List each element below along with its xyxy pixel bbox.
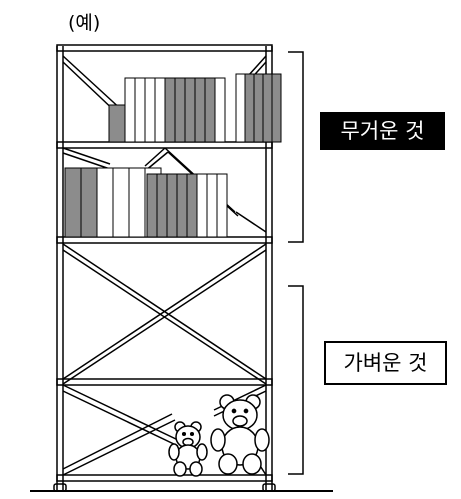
book <box>186 173 198 238</box>
foot-left <box>53 483 67 492</box>
book <box>176 173 188 238</box>
book <box>271 73 282 143</box>
bracket-light <box>288 285 304 475</box>
book <box>134 77 146 143</box>
book <box>112 167 130 238</box>
book <box>216 173 228 238</box>
shelf-board-top <box>56 44 273 52</box>
heavy-items-label: 무거운 것 <box>320 112 445 150</box>
teddy-bear-large <box>210 394 270 475</box>
book <box>156 173 168 238</box>
book <box>214 77 226 143</box>
book <box>144 77 156 143</box>
shelf-board-bottom <box>56 474 273 482</box>
book <box>80 167 98 238</box>
bracket-heavy <box>288 51 304 243</box>
books-upper-shelf <box>108 73 282 143</box>
book <box>194 77 206 143</box>
book <box>166 173 178 238</box>
book <box>196 173 208 238</box>
teddy-bear-small <box>168 421 208 477</box>
book <box>154 77 166 143</box>
book <box>204 77 216 143</box>
shelf-board-1 <box>56 141 273 149</box>
book <box>128 167 146 238</box>
book <box>164 77 176 143</box>
example-label: (예) <box>68 12 101 34</box>
book <box>108 104 126 143</box>
book <box>96 167 114 238</box>
book <box>206 173 218 238</box>
book <box>253 73 264 143</box>
book <box>244 73 255 143</box>
book <box>262 73 273 143</box>
shelf-board-2 <box>56 236 273 244</box>
book <box>235 73 246 143</box>
shelf-board-3 <box>56 378 273 386</box>
book <box>124 77 136 143</box>
book <box>64 167 82 238</box>
books-middle-shelf <box>64 167 228 238</box>
light-items-label: 가벼운 것 <box>324 341 447 385</box>
book <box>184 77 196 143</box>
foot-right <box>262 483 276 492</box>
book <box>174 77 186 143</box>
book <box>146 173 158 238</box>
